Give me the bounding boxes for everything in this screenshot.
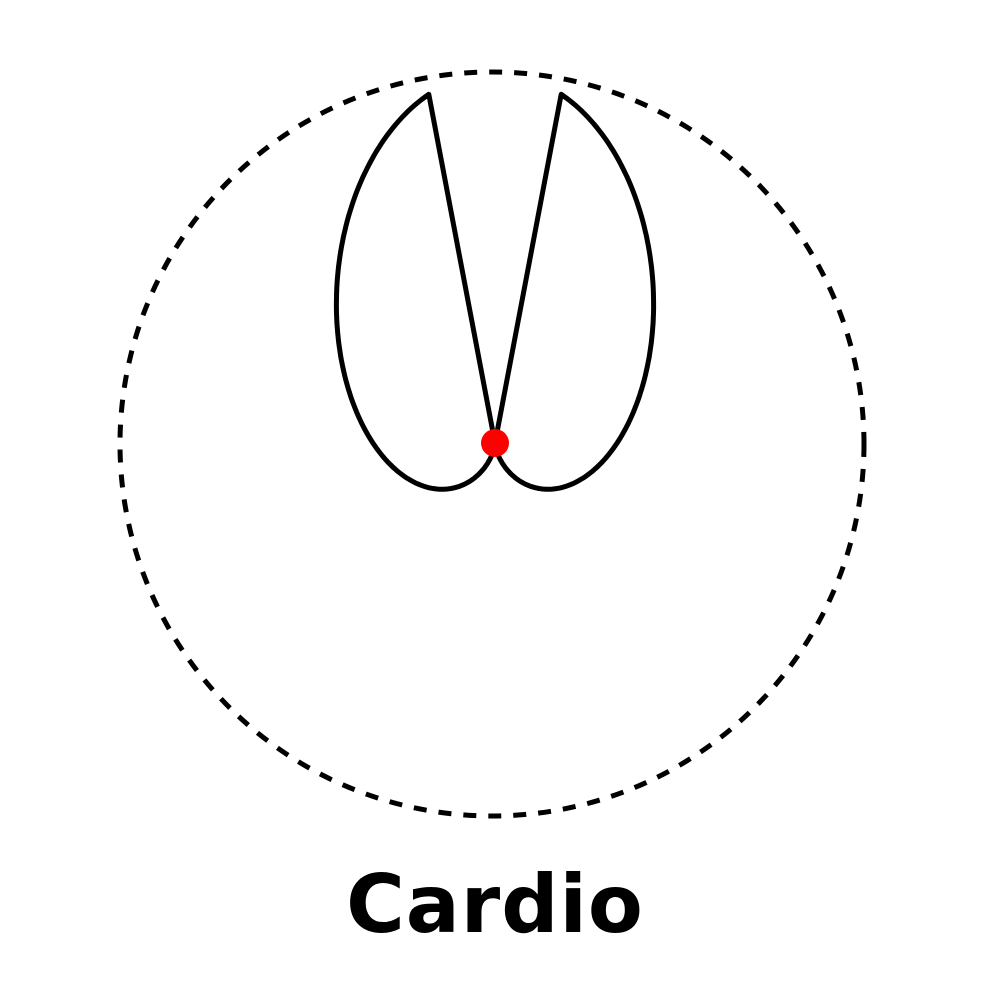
omnidirectional-reference-circle (117, 69, 867, 819)
microphone-origin-marker (481, 429, 509, 457)
pattern-caption: Cardio (346, 858, 644, 951)
